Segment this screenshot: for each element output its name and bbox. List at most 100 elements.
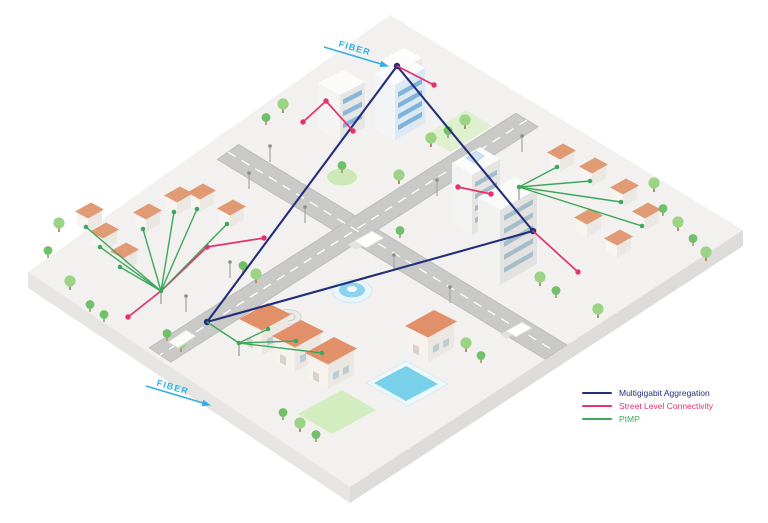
street-level-connectivity-link	[127, 237, 265, 318]
street-line-swatch	[582, 404, 612, 408]
ptmp-link	[99, 246, 162, 292]
tower-front-part	[504, 238, 533, 260]
ptmp-node	[265, 326, 271, 332]
fiber-arrow-line	[145, 385, 204, 404]
ptmp-node	[293, 338, 299, 344]
ptmp-node	[97, 244, 103, 250]
ptmp-line-swatch	[582, 417, 612, 421]
office-tower-1-part	[343, 89, 362, 105]
office-tower-1-part	[318, 83, 340, 140]
swimming-pool-part	[374, 366, 438, 401]
street-level-connectivity-node	[350, 128, 356, 134]
ptmp-node	[319, 350, 325, 356]
tower-front-part	[504, 251, 533, 273]
tower-front-part	[478, 197, 500, 285]
car	[465, 150, 485, 164]
truck	[500, 321, 533, 339]
ptmp-link	[518, 166, 558, 188]
tower-front-part	[504, 199, 533, 221]
tree-icon	[53, 217, 65, 232]
ptmp-node	[516, 184, 522, 190]
multigigabit-aggregation-link	[205, 64, 535, 324]
ptmp-node	[140, 226, 146, 232]
ptmp-link	[238, 328, 269, 344]
street-level-connectivity-link	[532, 230, 579, 273]
ptmp-node	[587, 178, 593, 184]
legend-label-aggregation: Multigigabit Aggregation	[619, 387, 710, 398]
truck	[348, 230, 385, 250]
fountain-part	[347, 286, 357, 292]
street-level-connectivity-node	[455, 184, 461, 190]
office-tower-2-part	[398, 111, 422, 131]
ptmp-node	[117, 264, 123, 270]
office-tower-2-part	[398, 78, 422, 98]
street-level-connectivity-node	[300, 119, 306, 125]
street-level-connectivity-link	[457, 186, 492, 195]
ptmp-link	[518, 186, 643, 227]
office-tower-1-part	[318, 70, 365, 95]
ptmp-node	[236, 340, 242, 346]
street-level-connectivity-node	[323, 98, 329, 104]
truck-part	[505, 321, 533, 338]
street-level-connectivity-node	[575, 269, 581, 275]
office-tower-1-part	[343, 101, 362, 117]
ptmp-node	[224, 221, 230, 227]
street-level-connectivity-link	[396, 65, 435, 86]
swimming-pool	[364, 360, 450, 407]
fiber-arrowhead-icon	[201, 399, 211, 407]
legend-label-street: Street Level Connectivity	[619, 400, 714, 411]
ptmp-link	[238, 342, 323, 354]
ptmp-link	[142, 228, 162, 292]
aggregation-line-swatch	[582, 391, 612, 395]
lawn	[298, 390, 376, 434]
ptmp-node	[639, 223, 645, 229]
fountain	[331, 279, 373, 303]
network-overlay	[83, 62, 645, 356]
street-level-connectivity-node	[261, 235, 267, 241]
lawn	[424, 110, 492, 152]
tower-back-part	[475, 181, 497, 200]
ptmp-node	[618, 199, 624, 205]
tower-front-part	[504, 212, 533, 234]
ptmp-link	[119, 266, 162, 292]
bus-part	[167, 329, 197, 349]
street-level-connectivity-node	[125, 314, 131, 320]
ptmp-link	[518, 186, 622, 203]
platform-side-left	[28, 272, 350, 503]
ptmp-link	[85, 226, 162, 292]
car-part	[465, 150, 485, 164]
truck-part	[348, 241, 362, 250]
ptmp-link	[238, 340, 297, 344]
platform-side-right	[350, 230, 743, 503]
ptmp-node	[158, 288, 164, 294]
road-a-centerline	[227, 151, 557, 353]
ptmp-node	[554, 164, 560, 170]
legend: Multigigabit Aggregation Street Level Co…	[582, 389, 713, 423]
tower-back-part	[475, 169, 497, 188]
legend-label-ptmp: PtMP	[619, 413, 640, 424]
ptmp-link	[160, 211, 175, 292]
office-tower-2-part	[398, 100, 422, 120]
street-level-connectivity-node	[488, 191, 494, 197]
ptmp-node	[194, 206, 200, 212]
fiber-arrowhead-icon	[379, 60, 389, 67]
residential-towers	[452, 147, 537, 285]
ptmp-link	[160, 208, 198, 292]
ptmp-link	[206, 321, 240, 344]
truck-part	[500, 331, 512, 339]
bus	[167, 329, 197, 349]
ptmp-link	[160, 223, 228, 292]
legend-item-street-level-connectivity: Street Level Connectivity	[582, 402, 713, 410]
ptmp-node	[83, 224, 89, 230]
tower-front	[478, 177, 537, 285]
ptmp-link	[518, 180, 591, 188]
lawns	[298, 110, 492, 434]
office-tower-1	[318, 70, 365, 140]
fiber-arrow-line	[323, 46, 382, 65]
truck-part	[353, 230, 385, 249]
vehicles	[167, 150, 533, 349]
office-tower-2-part	[398, 89, 422, 109]
legend-item-ptmp: PtMP	[582, 415, 713, 423]
